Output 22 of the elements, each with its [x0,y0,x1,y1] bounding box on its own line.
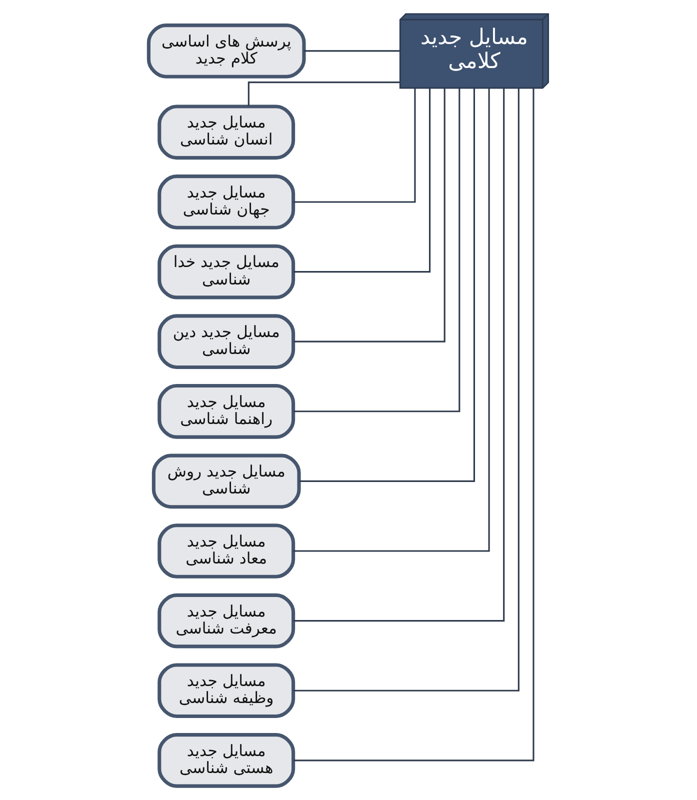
node-box: مسایل جدید هستی شناسی [158,733,296,788]
connector [293,88,416,203]
node-box: مسایل جدید معرفت شناسی [158,593,296,648]
connector [299,88,475,482]
node-box: مسایل جدید روش شناسی [152,454,301,509]
connector [293,88,534,762]
connector [248,82,400,106]
connector [293,88,520,692]
connector [294,88,431,273]
connector [294,88,460,412]
connector [304,50,400,52]
connector [294,88,446,342]
node-box: مسایل جدید انسان شناسی [158,104,296,160]
node-box: مسایل جدید خدا شناسی [158,244,296,300]
connector [293,88,490,552]
node-box: مسایل جدید معاد شناسی [158,524,296,578]
node-box: مسایل جدید جهان شناسی [158,174,296,230]
node-box: مسایل جدید دین شناسی [158,314,296,370]
connector [294,88,505,622]
node-box: مسایل جدید راهنما شناسی [158,384,296,439]
node-box: پرسش های اساسی کلام جدید [146,24,306,78]
node-box: مسایل جدید وظیفه شناسی [158,663,296,718]
